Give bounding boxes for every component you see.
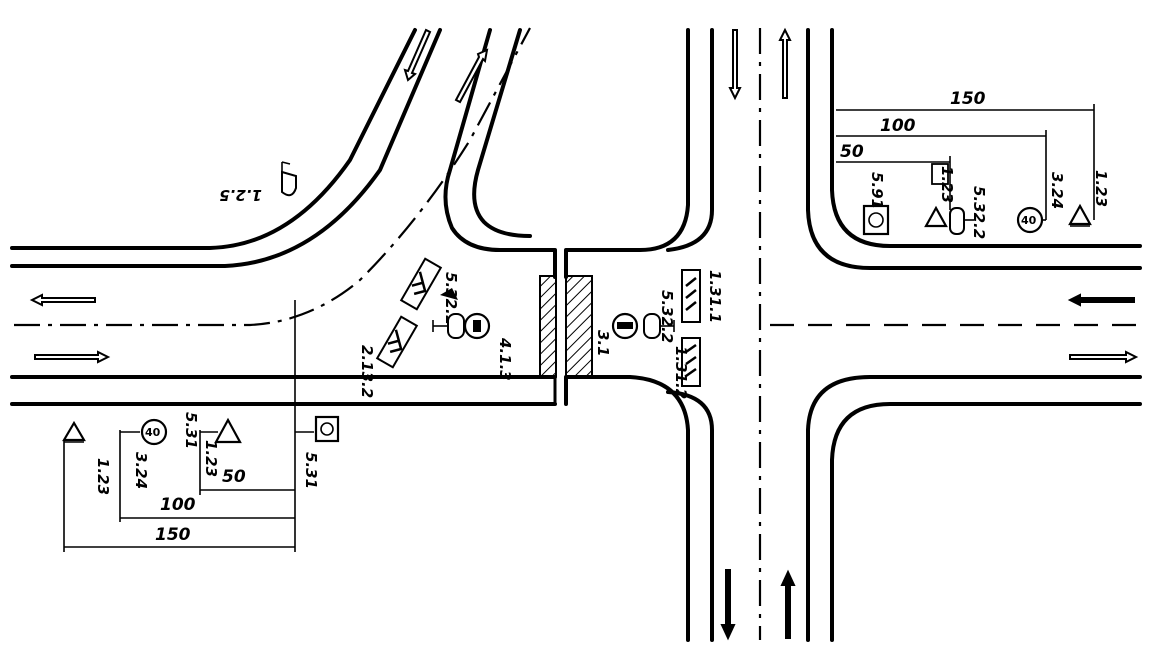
arrow-down-icon	[728, 29, 742, 101]
label-sign-5-32-1: 5.32.1	[442, 272, 460, 325]
chevron-board-icon	[375, 315, 419, 369]
arrow-up-icon	[780, 569, 796, 639]
left-road-arm	[10, 27, 557, 406]
label-sign-1-31-2: 1.31.2	[672, 346, 690, 399]
right-road-arm	[770, 188, 1142, 462]
square-info-sign-icon	[862, 204, 890, 236]
dim-100-left: 100	[160, 495, 196, 515]
label-sign-1-23-right-b: 1.23	[1092, 170, 1110, 207]
arrow-diagonal-up-icon	[454, 48, 489, 104]
dim-100-right: 100	[880, 116, 916, 136]
arrow-left-icon	[29, 293, 96, 307]
dim-50-right: 50	[840, 142, 864, 162]
right-sign-group: 150 100 50 5.91 1.23 5.32.2 40 3.24 1.23	[836, 89, 1110, 239]
upper-left-sign: 1.2.5	[219, 161, 297, 204]
label-sign-5-32-2: 5.32.2	[658, 290, 676, 343]
arrow-right-icon	[1069, 350, 1139, 364]
label-sign-1-23-near: 1.23	[202, 440, 220, 477]
arrow-down-icon	[720, 569, 736, 641]
right-island	[564, 28, 690, 642]
traffic-light-icon	[447, 313, 465, 339]
label-sign-1-23-left: 1.23	[94, 458, 112, 495]
arrow-diagonal-down-icon	[403, 28, 432, 82]
warning-sign-icon	[924, 205, 948, 228]
label-sign-5-91: 5.91	[868, 172, 886, 209]
label-sign-3-24-right: 3.24	[1048, 172, 1066, 209]
arrow-right-icon	[34, 350, 111, 364]
dim-50-left: 50	[222, 467, 246, 487]
warning-sign-icon	[62, 420, 86, 443]
left-island	[443, 28, 557, 377]
arrow-left-icon	[1067, 293, 1135, 307]
traffic-light-icon	[949, 207, 965, 235]
square-info-sign-icon	[314, 415, 340, 443]
warning-sign-icon	[214, 417, 242, 444]
crosswalk-right	[565, 275, 593, 377]
left-island-signs: 2.13.2 5.32.1 4.1.3	[358, 257, 514, 398]
speed-limit-sign-icon	[140, 418, 168, 446]
label-sign-2-13-2: 2.13.2	[358, 345, 376, 398]
label-sign-1-2-5: 1.2.5	[219, 186, 262, 204]
vertical-road	[666, 28, 834, 642]
label-sign-5-32-2-right: 5.32.2	[970, 186, 988, 239]
warning-sign-icon	[1068, 203, 1092, 227]
dim-150-right: 150	[950, 89, 986, 109]
chevron-board-icon	[681, 269, 701, 323]
direction-arrows	[29, 27, 1139, 641]
left-sign-group: 50 100 150 1.23 40 3.24 5.31 1.23 5.31	[62, 300, 340, 552]
label-sign-1-23-right-a: 1.23	[938, 166, 956, 203]
speed-limit-value-left: 40	[145, 426, 161, 439]
arrow-up-icon	[778, 27, 792, 99]
label-sign-5-31-square: 5.31	[302, 452, 320, 489]
chevron-board-icon	[399, 257, 443, 311]
chevron-board-icon	[681, 337, 701, 387]
speed-limit-value-right: 40	[1021, 214, 1037, 227]
crosswalk-left	[539, 275, 557, 377]
label-sign-5-31-left: 5.31	[182, 412, 200, 449]
dim-150-left: 150	[155, 525, 191, 545]
label-sign-1-31-1: 1.31.1	[706, 270, 724, 323]
label-sign-3-24-left: 3.24	[132, 452, 150, 489]
label-sign-3-1: 3.1	[594, 330, 612, 357]
traffic-light-icon	[643, 313, 661, 339]
label-sign-4-1-3: 4.1.3	[496, 337, 514, 381]
right-island-signs: 3.1 5.32.2 1.31.1 1.31.2	[594, 269, 724, 399]
